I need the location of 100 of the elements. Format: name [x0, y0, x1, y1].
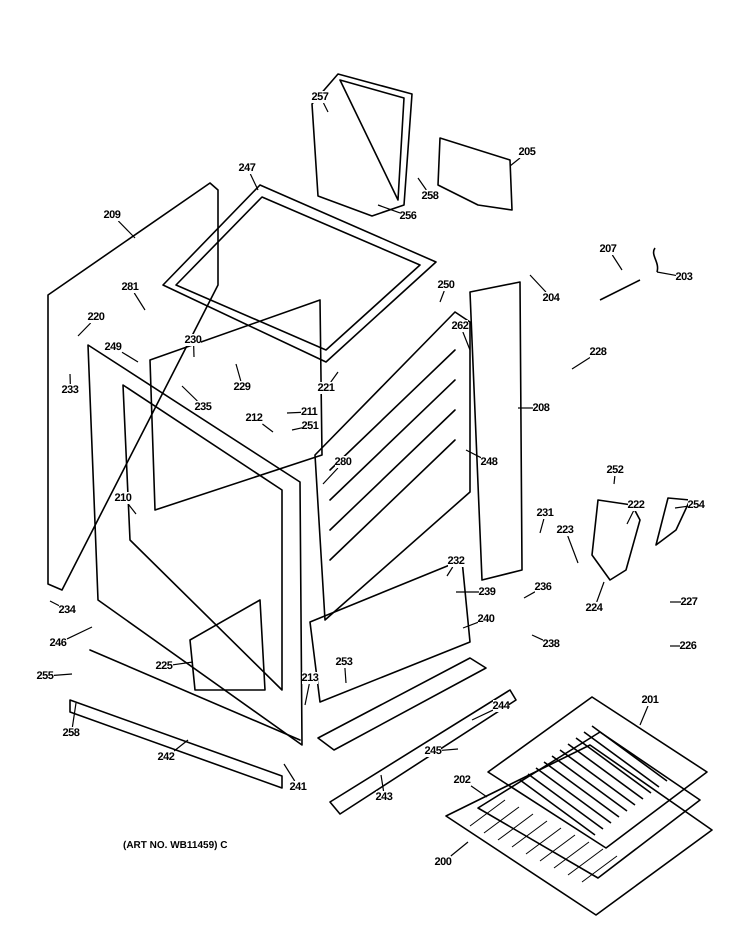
- callout-number: 228: [590, 346, 606, 358]
- leader-line: [235, 364, 242, 382]
- leader-line: [250, 174, 259, 190]
- callout-number: 251: [302, 420, 318, 432]
- callout-number: 232: [448, 555, 464, 567]
- callout-number: 226: [680, 640, 696, 652]
- callout-number: 233: [62, 384, 78, 396]
- leader-line: [670, 645, 680, 647]
- leader-line: [122, 352, 138, 363]
- callout-number: 262: [452, 320, 468, 332]
- callout-number: 231: [536, 507, 554, 519]
- callout-number: 224: [586, 602, 602, 614]
- callout-number: 250: [438, 279, 454, 291]
- callout-number: 244: [492, 700, 510, 712]
- callout-number: 211: [301, 406, 318, 418]
- callout-number: 213: [302, 672, 318, 684]
- leader-line: [612, 254, 622, 270]
- callout-number: 239: [478, 586, 496, 598]
- callout-number: 208: [532, 402, 550, 414]
- callout-number: 200: [434, 856, 452, 868]
- leader-line: [613, 476, 616, 484]
- callout-number: 222: [628, 499, 644, 511]
- callout-number: 202: [454, 774, 470, 786]
- leader-line: [69, 374, 71, 384]
- leader-line: [66, 626, 92, 640]
- leader-line: [626, 510, 634, 524]
- leader-line: [462, 332, 471, 350]
- leader-line: [330, 372, 338, 382]
- leader-line: [78, 322, 92, 336]
- callout-number: 252: [606, 464, 624, 476]
- callout-number: 281: [122, 281, 138, 293]
- callout-number: 210: [114, 492, 132, 504]
- leader-line: [174, 740, 188, 752]
- leader-line: [462, 622, 478, 629]
- leader-line: [322, 102, 329, 112]
- leader-line: [442, 748, 458, 751]
- callout-number: 204: [542, 292, 560, 304]
- callout-number: 253: [336, 656, 352, 668]
- leader-line: [439, 290, 445, 302]
- leader-line: [518, 407, 533, 409]
- leader-line: [674, 506, 688, 509]
- leader-line: [639, 706, 649, 726]
- callout-number: 203: [676, 271, 692, 283]
- callout-number: 280: [334, 456, 352, 468]
- leader-line: [380, 774, 384, 792]
- callout-number: 245: [424, 745, 442, 757]
- leader-line: [304, 684, 310, 706]
- leader-line: [472, 710, 494, 721]
- leader-line: [262, 424, 274, 432]
- callout-number: 240: [478, 613, 494, 625]
- leader-line: [118, 220, 136, 238]
- callout-number: 238: [542, 638, 560, 650]
- leader-line: [54, 673, 72, 676]
- callout-number: 207: [600, 243, 616, 255]
- leader-line: [128, 504, 136, 514]
- callout-number: 258: [422, 190, 438, 202]
- callout-number: 227: [680, 596, 698, 608]
- leader-line: [450, 842, 468, 856]
- leader-line: [344, 668, 347, 684]
- leader-line: [134, 292, 146, 310]
- leader-line: [530, 274, 546, 292]
- callout-number: 235: [194, 401, 212, 413]
- callout-number: 242: [158, 751, 174, 763]
- callout-number: 247: [238, 162, 256, 174]
- callout-number: 241: [290, 781, 306, 793]
- leader-line: [510, 158, 520, 166]
- leader-line: [596, 582, 605, 602]
- leader-line: [670, 601, 681, 603]
- leader-line: [50, 600, 60, 606]
- leader-line: [182, 386, 198, 402]
- leader-line: [418, 178, 427, 190]
- leader-line: [456, 591, 479, 593]
- callout-number: 209: [104, 209, 120, 221]
- callout-number: 201: [642, 694, 658, 706]
- leader-line: [172, 661, 194, 666]
- callout-number: 248: [480, 456, 498, 468]
- leader-line: [524, 591, 536, 599]
- leader-line: [286, 412, 302, 414]
- callout-number: 249: [104, 341, 122, 353]
- callout-number: 212: [246, 412, 262, 424]
- leader-line: [470, 785, 488, 798]
- callout-number: 225: [156, 660, 172, 672]
- leader-line: [193, 346, 195, 358]
- leader-line: [378, 204, 400, 214]
- callout-number: 205: [518, 146, 536, 158]
- leader-line: [532, 634, 544, 641]
- callout-number: 220: [88, 311, 104, 323]
- leader-line: [322, 468, 338, 484]
- callout-number: 257: [312, 91, 328, 103]
- callout-number: 221: [318, 382, 334, 394]
- callout-number: 236: [534, 581, 552, 593]
- callout-number: 258: [62, 727, 80, 739]
- callout-number: 254: [688, 499, 704, 511]
- leader-line: [292, 427, 302, 431]
- leader-line: [567, 536, 579, 564]
- leader-line: [656, 271, 676, 276]
- callout-number: 255: [36, 670, 54, 682]
- callout-number: 243: [376, 791, 392, 803]
- leader-line: [284, 764, 296, 782]
- callout-number: 223: [556, 524, 574, 536]
